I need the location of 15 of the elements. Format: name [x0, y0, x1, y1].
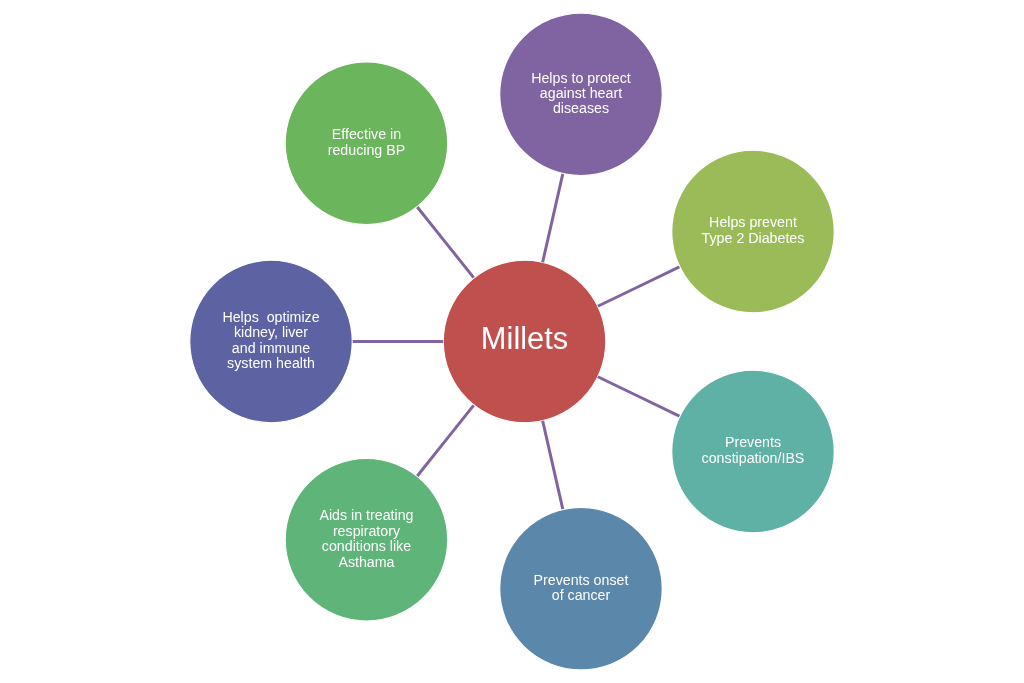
connector	[597, 265, 681, 308]
node-circle: Helps to protect against heart diseases	[499, 12, 663, 177]
connector	[416, 404, 475, 477]
node-circle: Millets	[442, 259, 607, 424]
connector	[541, 420, 565, 510]
connector	[541, 173, 565, 263]
node-circle: Aids in treating respiratory conditions like Asthama	[284, 457, 449, 622]
node-circle: Prevents onset of cancer	[499, 506, 663, 671]
node-circle: Helps prevent Type 2 Diabetes	[671, 149, 835, 314]
node-circle: Prevents constipation/IBS	[671, 369, 835, 534]
connector	[352, 340, 444, 343]
node-circle: Effective in reducing BP	[284, 61, 449, 226]
connector	[416, 206, 475, 279]
node-circle: Helps optimize kidney, liver and immune system health	[189, 259, 353, 424]
connector	[597, 375, 681, 418]
